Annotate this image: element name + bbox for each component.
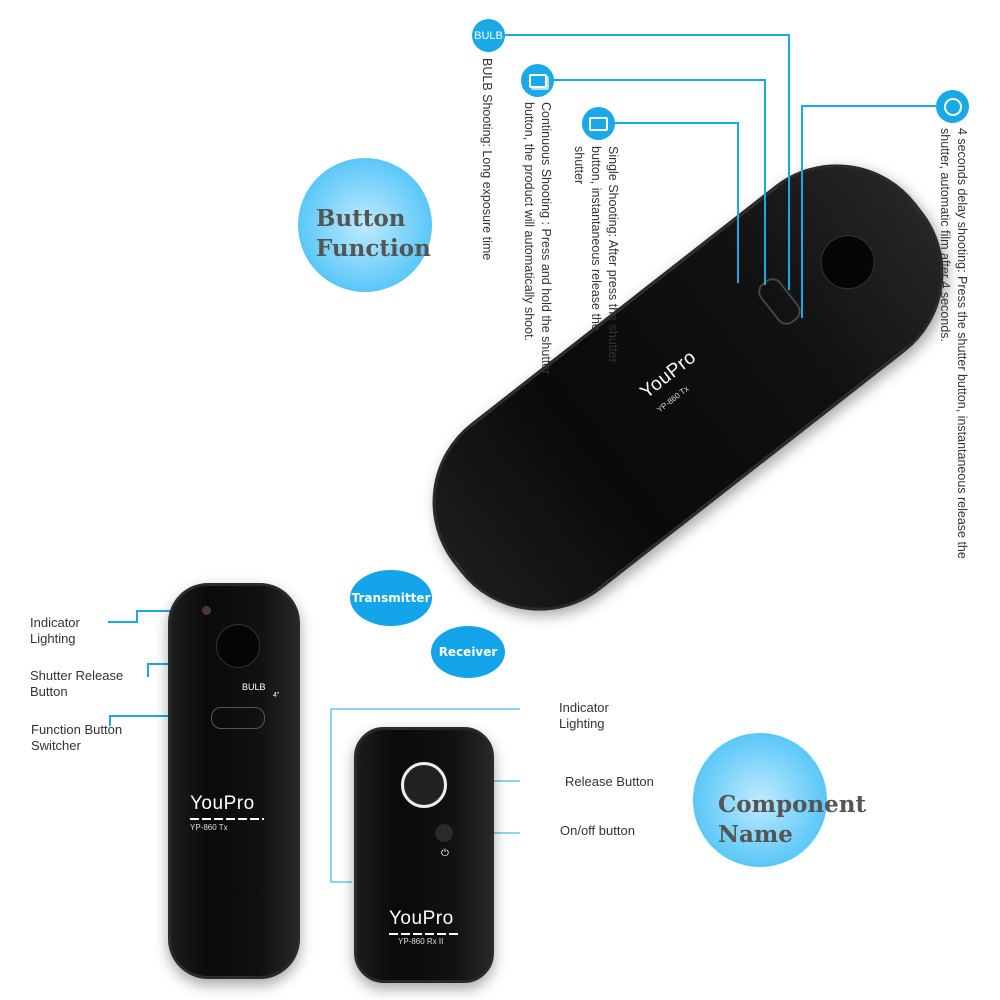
button-function-title: Button Function — [316, 205, 431, 262]
transmitter-image: BULB 4" YouPro YP-860 Tx — [168, 583, 300, 979]
single-description: Single Shooting: After press the shutter… — [572, 146, 620, 363]
receiver-image: ⏻ YouPro YP-860 Rx II — [354, 727, 494, 983]
receiver-badge: Receiver — [431, 626, 505, 678]
bulb-mark: BULB — [242, 682, 266, 692]
brand-logo: YouPro — [190, 793, 255, 814]
bulb-icon: BULB — [472, 19, 505, 52]
label-indicator-lighting: Indicator Lighting — [30, 615, 80, 646]
component-name-title: Component Name — [718, 791, 867, 848]
function-switch — [211, 707, 265, 729]
model-label: YP-860 Tx — [190, 823, 228, 832]
shutter-button — [809, 224, 886, 301]
logo-underline — [389, 933, 461, 935]
button-function-bubble — [298, 158, 432, 292]
continuous-shooting-icon — [521, 64, 554, 97]
release-button — [401, 762, 447, 808]
component-name-bubble — [693, 733, 827, 867]
model-label: YP-860 Rx II — [398, 937, 444, 946]
single-shooting-icon — [582, 107, 615, 140]
label-function-button-switcher: Function Button Switcher — [31, 722, 123, 753]
label-release-button: Release Button — [565, 774, 654, 789]
delay-mark: 4" — [273, 692, 280, 699]
label-shutter-release-button: Shutter Release Button — [30, 668, 124, 699]
bulb-description: BULB Shooting: Long exposure time — [480, 58, 494, 261]
label-on-off-button: On/off button — [560, 823, 635, 838]
shutter-release-button — [216, 624, 260, 668]
timer-icon — [936, 90, 969, 123]
brand-logo: YouPro — [389, 908, 454, 929]
power-icon: ⏻ — [441, 848, 449, 859]
timer-description: 4 seconds delay shooting: Press the shut… — [938, 128, 969, 559]
mode-switch — [753, 273, 806, 330]
on-off-button — [435, 824, 453, 842]
label-receiver-indicator-lighting: Indicator Lighting — [559, 700, 609, 731]
continuous-description: Continuous Shooting : Press and hold the… — [522, 102, 553, 375]
transmitter-badge: Transmitter — [350, 570, 432, 626]
indicator-light — [202, 606, 211, 615]
logo-underline — [190, 818, 264, 820]
